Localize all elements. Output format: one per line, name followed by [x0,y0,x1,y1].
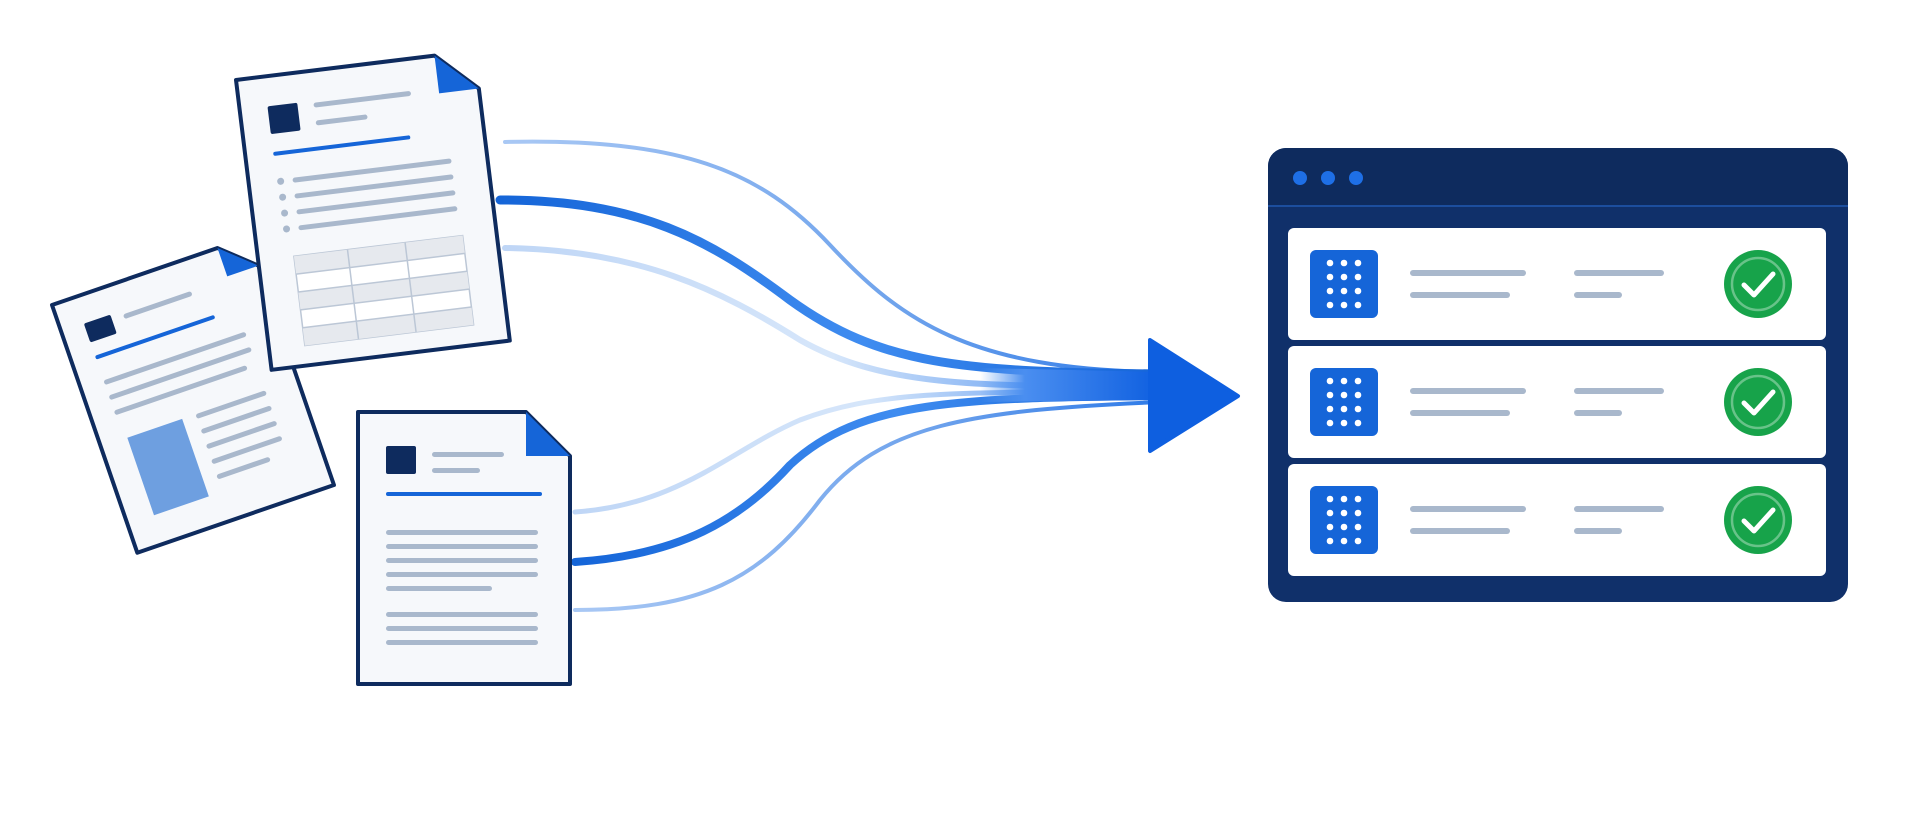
bullet-dot [281,209,289,217]
field-line [1410,388,1526,394]
document-report-with-table [234,53,512,372]
arrow-right-icon [1148,338,1240,453]
text-line [386,640,538,645]
text-line [432,452,504,457]
image-placeholder [127,418,209,516]
text-line [386,572,538,577]
text-line [114,365,248,415]
grid-icon [1310,486,1378,554]
titlebar-dot [1349,171,1363,185]
field-line [1574,506,1664,512]
result-row[interactable] [1288,228,1826,340]
field-line [1410,528,1510,534]
bullet-dot [277,177,285,185]
data-table [293,234,475,347]
result-row[interactable] [1288,346,1826,458]
titlebar-dot [1321,171,1335,185]
text-line [386,558,538,563]
flow-stream [503,139,1162,374]
result-row[interactable] [1288,464,1826,576]
heading-line [386,492,542,496]
row-card [1288,228,1826,340]
check-circle-icon [1724,250,1792,318]
doc-logo-block [386,446,416,474]
flow-stream [573,400,1162,612]
titlebar-dot [1293,171,1307,185]
text-line [296,190,456,215]
bullet-dot [279,193,287,201]
field-line [1410,506,1526,512]
doc-logo-block [267,102,301,134]
heading-line [95,315,215,360]
arrow-shaft [980,368,1160,402]
field-line [1574,528,1622,534]
field-line [1574,292,1622,298]
field-line [1410,410,1510,416]
field-line [1410,292,1510,298]
flow-streams [495,139,1240,612]
grid-icon [1310,368,1378,436]
app-window [1268,148,1848,602]
field-line [1410,270,1526,276]
flow-stream [495,195,1165,379]
text-line [206,421,277,449]
text-line [104,332,247,385]
text-line [386,530,538,535]
field-line [1574,270,1664,276]
text-line [294,174,454,199]
document-icon [50,246,336,555]
folded-corner [217,248,259,277]
text-line [298,206,458,231]
flow-stream [571,392,1164,566]
text-line [386,626,538,631]
row-card [1288,346,1826,458]
check-circle-icon [1724,486,1792,554]
folded-corner [526,412,570,456]
document-text-page [356,410,572,686]
text-line [432,468,480,473]
text-line [201,405,272,434]
flow-stream [572,389,1163,515]
text-line [315,114,368,126]
field-line [1574,410,1622,416]
row-card [1288,464,1826,576]
text-line [109,347,252,400]
doc-logo-block [84,315,117,343]
grid-icon [1310,250,1378,318]
document-page-with-image [50,246,336,555]
text-line [216,457,271,479]
text-line [196,390,267,419]
text-line [386,586,492,591]
bullet-dot [283,225,291,233]
text-line [211,436,282,464]
heading-line [273,135,411,156]
text-line [292,158,452,183]
check-circle-icon [1724,368,1792,436]
text-line [313,91,411,108]
text-line [123,291,192,319]
text-line [386,612,538,617]
folded-corner [434,55,479,94]
field-line [1574,388,1664,394]
text-line [386,544,538,549]
